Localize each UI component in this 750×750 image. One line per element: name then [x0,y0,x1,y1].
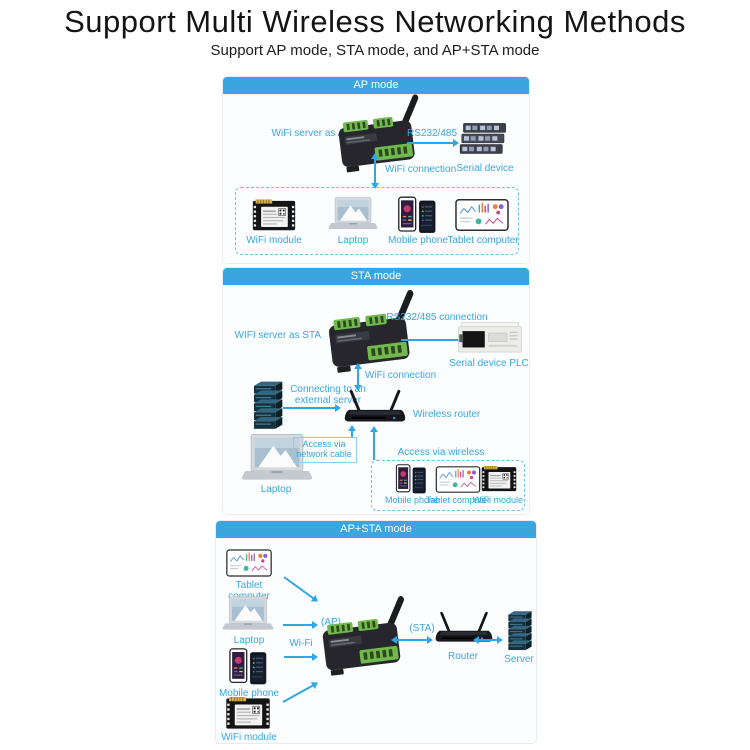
sta-mode-panel: STA mode WIFI server as STA RS232/485 co… [222,267,530,515]
external-server-label: Connecting to an external server [290,384,366,406]
router-icon [434,607,494,649]
ap-clients-box [235,187,519,255]
laptop-label: Laptop [260,484,292,495]
apsta-mode-panel: AP+STA mode Tablet computer Laptop (AP) … [215,520,537,744]
tablet-arrow [283,576,317,602]
wifi-connection-label: WiFi connection [385,164,457,175]
sta-tag-label: (STA) [409,623,435,634]
wireless-router-label: Wireless router [413,409,481,420]
wifi-connection-label: WiFi connection [365,370,437,381]
mobile-phone-icon [395,464,427,494]
page-title: Support Multi Wireless Networking Method… [64,4,686,39]
wifi-server-icon [319,589,419,684]
wifi-server-as-ap-label: WiFi server as AP [271,128,351,139]
sta-clients-box [371,460,525,511]
wifi-module-label: WiFi module [246,235,302,246]
ap-tag-label: (AP) [321,617,341,628]
server-label: Server [504,654,534,665]
server-tower-icon [503,605,535,651]
wireless-access-label: Access via wireless [397,447,485,458]
tablet-icon [455,198,509,232]
laptop-label: Laptop [337,235,369,246]
wifi-module-label: WiFi module [472,495,523,505]
wifi-server-icon [325,286,429,378]
wired-access-arrow [351,427,353,437]
tablet-label: Tablet computer [447,235,519,246]
router-label: Router [447,651,478,662]
apsta-mode-header: AP+STA mode [216,521,536,538]
rs232-connection-label: RS232/485 connection [386,312,488,323]
wired-access-label: Access via network cable [296,439,352,459]
tablet-icon [226,548,272,578]
serial-device-label: Serial device [456,163,514,174]
wifi-connection-arrow [374,155,376,187]
tablet-icon [435,466,481,493]
module-arrow [282,682,317,703]
tablet-label: Tablet computer [425,495,491,505]
ap-mode-panel: AP mode WiFi server as AP RS232/485 Seri… [222,76,530,264]
plc-icon [457,320,523,354]
page-subtitle: Support AP mode, STA mode, and AP+STA mo… [210,42,540,59]
router-server-arrow [475,639,501,641]
external-server-arrow [283,407,339,409]
laptop-arrow [283,624,316,626]
serial-device-icon [459,119,509,159]
mobile-phone-icon [397,196,437,234]
wifi-label: Wi-Fi [289,638,313,649]
laptop-icon [222,595,274,633]
wifi-connection-arrow [357,365,359,389]
mobile-phone-label: Mobile phone [384,495,440,505]
tablet-label: Tablet computer [228,580,270,602]
mobile-phone-icon [228,648,268,685]
wifi-module-label: WiFi module [221,732,277,743]
rs232-arrow [407,142,457,144]
rs232-485-label: RS232/485 [406,128,458,139]
rs232-arrow [401,339,473,341]
mobile-phone-label: Mobile phone [387,235,449,246]
sta-link-arrow [393,639,431,641]
laptop-label: Laptop [233,635,265,646]
wifi-module-icon [224,697,272,731]
ap-mode-header: AP mode [223,77,529,94]
mobile-phone-label: Mobile phone [218,688,280,699]
laptop-icon [328,194,378,234]
wifi-module-icon [479,466,519,493]
wireless-access-arrow [373,428,375,460]
wifi-server-as-sta-label: WIFI server as STA [234,330,322,341]
mobile-arrow [284,656,316,658]
sta-mode-header: STA mode [223,268,529,285]
wifi-module-icon [251,199,297,233]
serial-device-plc-label: Serial device PLC [449,358,529,369]
wired-access-box [293,437,357,463]
